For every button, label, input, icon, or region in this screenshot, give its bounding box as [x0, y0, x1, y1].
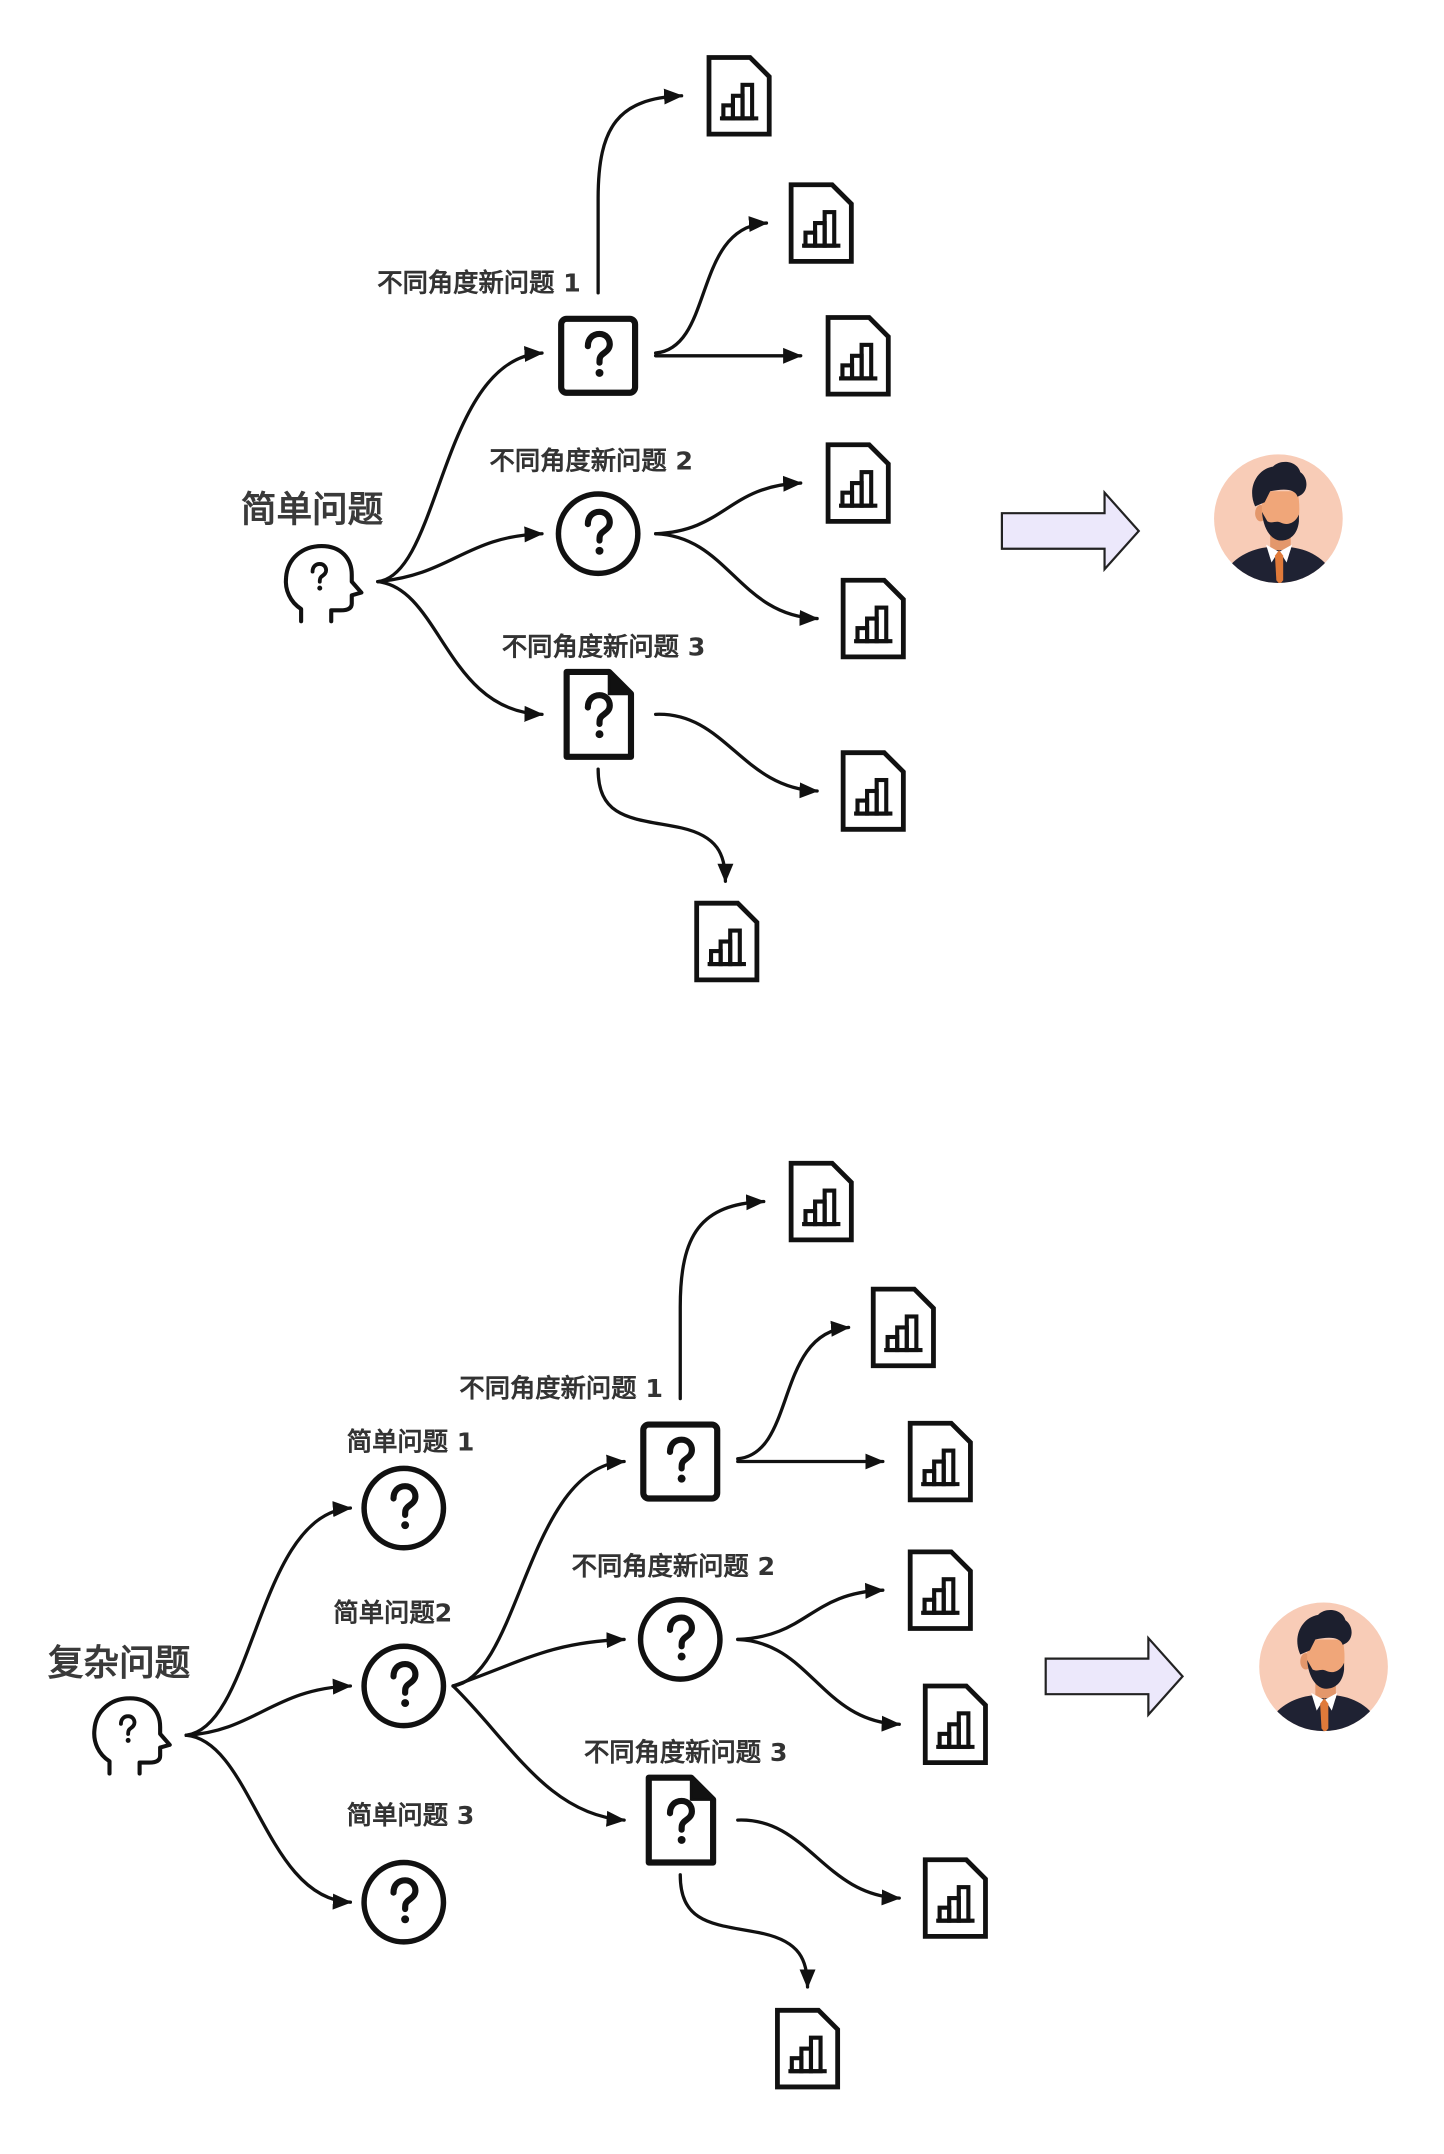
- connector-arrow: [736, 1320, 851, 1461]
- document-chart-icon: [709, 57, 769, 134]
- question-square-icon: [561, 319, 635, 393]
- person-avatar-icon: [1259, 1602, 1388, 1737]
- document-chart-icon: [925, 1686, 985, 1763]
- root-label: 简单问题: [241, 489, 384, 530]
- branch-label-1: 不同角度新问题 1: [459, 1374, 663, 1403]
- sub-question-label-1: 简单问题 1: [347, 1428, 475, 1457]
- sub-question-label-3: 简单问题 3: [347, 1801, 475, 1830]
- document-chart-icon: [910, 1552, 970, 1629]
- connector-arrow: [376, 526, 544, 584]
- connector-arrow: [678, 1873, 816, 1989]
- connector-arrow: [736, 1582, 885, 1642]
- document-chart-icon: [828, 445, 888, 522]
- connector-arrow: [451, 1632, 626, 1688]
- question-circle-icon: [364, 1646, 443, 1725]
- connector-arrow: [451, 1454, 626, 1688]
- complex-question-diagram: 复杂问题 简单问题 1 简单问题2 简单问题 3 不同角度新问题 1 不同角度新…: [48, 1163, 1388, 2087]
- document-chart-icon: [791, 1163, 851, 1240]
- connector-arrow: [736, 1637, 901, 1732]
- document-chart-icon: [843, 753, 903, 830]
- head-question-icon: [286, 546, 361, 621]
- connector-arrow: [184, 1501, 353, 1737]
- connector-arrow: [653, 216, 769, 355]
- right-arrow-icon: [1044, 1636, 1184, 1716]
- question-document-icon: [567, 672, 631, 757]
- question-square-icon: [643, 1425, 717, 1499]
- connector-arrow: [184, 1733, 353, 1910]
- connector-arrow: [653, 532, 819, 626]
- branch-label-1: 不同角度新问题 1: [377, 268, 581, 297]
- question-circle-icon: [364, 1863, 443, 1942]
- branch-label-3: 不同角度新问题 3: [502, 633, 706, 662]
- branch-label-2: 不同角度新问题 2: [572, 1552, 776, 1581]
- branch-label-3: 不同角度新问题 3: [584, 1738, 788, 1767]
- head-question-icon: [94, 1698, 169, 1773]
- question-circle-icon: [364, 1468, 443, 1547]
- sub-question-label-2: 简单问题2: [333, 1599, 452, 1628]
- right-arrow-icon: [1000, 491, 1140, 571]
- question-circle-icon: [558, 494, 637, 573]
- question-document-icon: [649, 1778, 713, 1863]
- connector-arrow: [451, 1684, 626, 1827]
- connector-arrow: [653, 475, 803, 536]
- document-chart-icon: [777, 2010, 837, 2087]
- root-label: 复杂问题: [48, 1643, 191, 1684]
- connector-arrow: [184, 1678, 353, 1737]
- document-chart-icon: [828, 317, 888, 394]
- document-chart-icon: [873, 1289, 933, 1366]
- connector-arrow: [376, 346, 544, 584]
- connector-arrow: [653, 712, 819, 799]
- connector-arrow: [596, 767, 734, 883]
- document-chart-icon: [910, 1423, 970, 1500]
- document-chart-icon: [925, 1860, 985, 1937]
- branch-label-2: 不同角度新问题 2: [490, 446, 694, 475]
- document-chart-icon: [697, 903, 757, 980]
- connector-arrow: [736, 1818, 901, 1906]
- simple-question-diagram: 简单问题 不同角度新问题 1 不同角度新问题 2 不同角度新问题 3: [241, 57, 1343, 979]
- connector-arrow: [376, 579, 544, 722]
- person-avatar-icon: [1214, 454, 1343, 589]
- connector-arrow: [596, 88, 684, 295]
- document-chart-icon: [843, 580, 903, 657]
- question-circle-icon: [641, 1600, 720, 1679]
- connector-arrow: [678, 1194, 766, 1401]
- document-chart-icon: [791, 185, 851, 262]
